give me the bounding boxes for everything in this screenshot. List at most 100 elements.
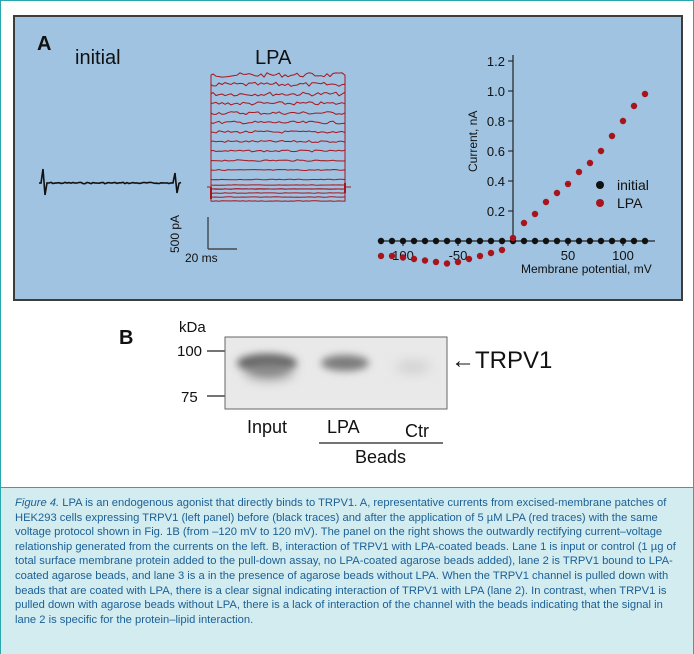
iv-point-initial	[421, 237, 429, 245]
iv-point-lpa	[487, 249, 495, 257]
iv-point-lpa	[520, 219, 528, 227]
iv-point-lpa	[432, 258, 440, 266]
lane-label-lpa: LPA	[327, 417, 360, 437]
band-lpa	[321, 355, 369, 371]
iv-point-initial	[498, 237, 506, 245]
iv-y-label: Current, nA	[466, 111, 480, 172]
iv-point-lpa	[608, 132, 616, 140]
lpa-current-trace	[207, 72, 351, 188]
iv-point-initial	[553, 237, 561, 245]
lpa-current-trace	[207, 139, 351, 188]
iv-point-lpa	[410, 255, 418, 263]
figure-caption: Figure 4. LPA is an endogenous agonist t…	[1, 487, 693, 654]
iv-point-lpa	[564, 180, 572, 188]
iv-x-label: Membrane potential, mV	[521, 262, 652, 276]
iv-x-tick-label: 100	[612, 248, 634, 263]
iv-point-lpa	[641, 90, 649, 98]
iv-x-tick-label: 50	[561, 248, 575, 263]
trpv1-band-label: ←TRPV1	[451, 347, 553, 374]
iv-y-tick-label: 1.2	[487, 54, 505, 69]
initial-current-trace	[38, 168, 182, 196]
panel-b-letter: B	[119, 327, 134, 349]
iv-y-tick-label: 0.2	[487, 204, 505, 219]
iv-point-initial	[465, 237, 473, 245]
iv-point-initial	[608, 237, 616, 245]
lpa-label: LPA	[255, 47, 292, 69]
iv-point-lpa	[421, 257, 429, 264]
iv-point-lpa	[630, 102, 638, 110]
iv-point-lpa	[498, 246, 506, 254]
iv-point-lpa	[542, 198, 550, 206]
legend-marker-initial	[596, 181, 604, 189]
iv-point-initial	[641, 237, 649, 245]
iv-point-initial	[410, 237, 418, 245]
iv-point-initial	[443, 237, 451, 245]
legend-label-lpa: LPA	[617, 195, 643, 211]
caption-lead: Figure 4.	[15, 497, 60, 509]
iv-point-initial	[487, 237, 495, 245]
panel-a-letter: A	[37, 33, 52, 55]
iv-x-tick-label: -50	[449, 248, 468, 263]
lpa-current-trace	[207, 184, 351, 188]
scale-bar	[207, 217, 237, 250]
band-ctr	[395, 361, 431, 373]
iv-point-initial	[597, 237, 605, 245]
iv-point-lpa	[443, 260, 451, 267]
iv-point-lpa	[586, 159, 594, 167]
iv-point-initial	[542, 237, 550, 245]
iv-y-tick-label: 1.0	[487, 84, 505, 99]
iv-point-initial	[388, 237, 396, 245]
lpa-current-trace	[207, 81, 351, 188]
iv-point-initial	[575, 237, 583, 245]
panel-b: B kDa 100 75 ←TRPV1 Input LPA Ctr Beads	[1, 315, 694, 487]
lpa-current-trace	[207, 111, 351, 188]
initial-label: initial	[75, 47, 121, 69]
iv-point-lpa	[619, 117, 627, 125]
iv-point-initial	[586, 237, 594, 245]
lpa-current-trace	[207, 186, 351, 194]
marker-100-label: 100	[177, 343, 203, 360]
lpa-current-trace	[207, 168, 351, 188]
iv-point-initial	[377, 237, 385, 245]
iv-point-lpa	[465, 255, 473, 263]
iv-point-initial	[432, 237, 440, 245]
iv-point-initial	[630, 237, 638, 245]
lpa-current-trace	[207, 149, 351, 188]
iv-point-lpa	[575, 168, 583, 176]
caption-body: LPA is an endogenous agonist that direct…	[15, 497, 676, 626]
iv-point-lpa	[553, 189, 561, 197]
iv-point-initial	[564, 237, 572, 245]
kda-label: kDa	[179, 319, 206, 336]
iv-point-lpa	[476, 252, 484, 260]
western-blot	[207, 336, 448, 444]
iv-point-lpa	[509, 234, 517, 242]
legend-label-initial: initial	[617, 177, 649, 193]
legend: initial LPA	[596, 177, 649, 211]
iv-y-tick-label: 0.8	[487, 114, 505, 129]
iv-point-lpa	[388, 252, 396, 260]
caption-text: Figure 4. LPA is an endogenous agonist t…	[15, 496, 681, 627]
iv-point-lpa	[454, 258, 462, 266]
lpa-current-trace	[207, 186, 351, 202]
lpa-current-trace	[207, 186, 351, 198]
lpa-traces	[207, 72, 351, 202]
lane-label-ctr: Ctr	[405, 421, 429, 441]
iv-point-initial	[520, 237, 528, 245]
iv-point-lpa	[377, 252, 385, 260]
scale-bar-x-label: 20 ms	[185, 251, 218, 265]
legend-marker-lpa	[596, 199, 604, 207]
iv-y-tick-label: 0.6	[487, 144, 505, 159]
lpa-current-trace	[207, 120, 351, 188]
iv-y-tick-label: 0.4	[487, 174, 505, 189]
iv-point-initial	[619, 237, 627, 245]
lpa-current-trace	[207, 91, 351, 188]
lpa-current-trace	[207, 101, 351, 188]
iv-point-lpa	[597, 147, 605, 155]
iv-point-lpa	[399, 254, 407, 261]
iv-point-initial	[476, 237, 484, 245]
iv-point-initial	[531, 237, 539, 245]
